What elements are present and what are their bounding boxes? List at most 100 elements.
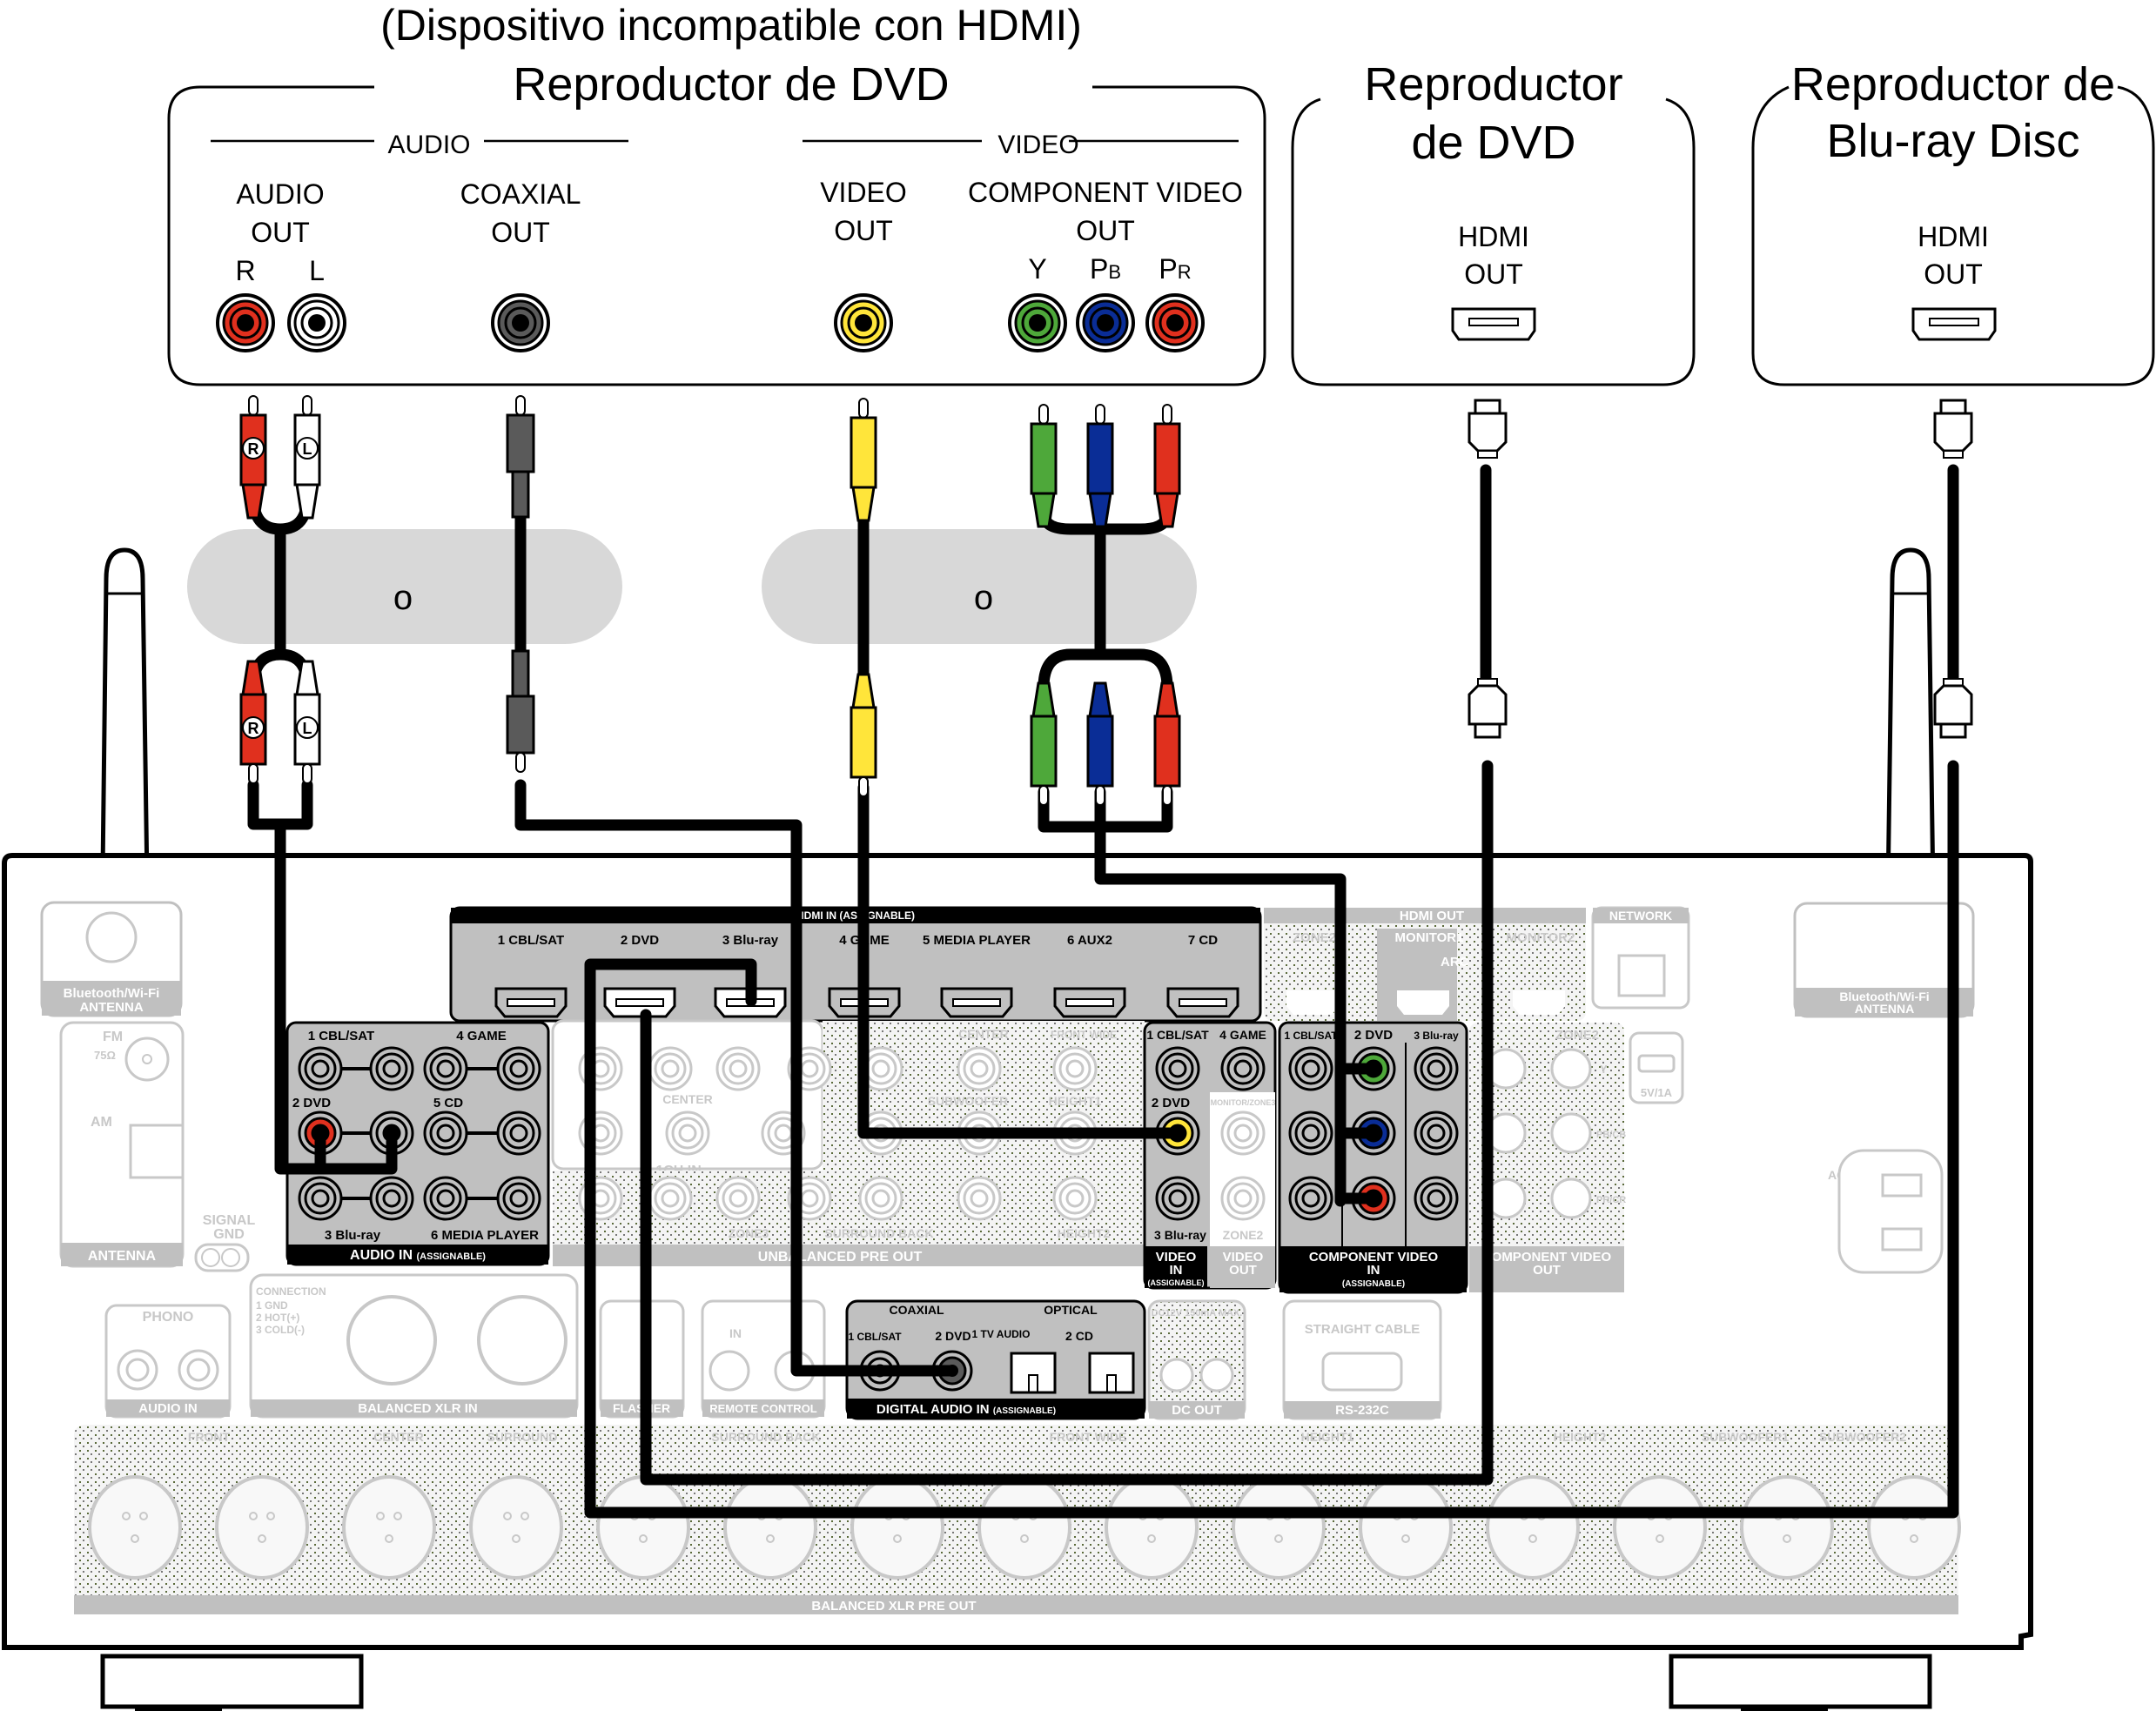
- hdmi-out-port[interactable]: [1911, 307, 1997, 341]
- xlr-out-connector[interactable]: [977, 1475, 1071, 1580]
- audio-plug-r-top[interactable]: R: [239, 395, 267, 520]
- component-in-jack[interactable]: [1414, 1110, 1459, 1156]
- ac-inlet[interactable]: [1837, 1149, 1944, 1274]
- jack-component-pr[interactable]: [1145, 293, 1205, 352]
- optical-in-tv-audio[interactable]: [1010, 1352, 1057, 1394]
- video-in-cbl-sat: 1 CBL/SAT: [1146, 1028, 1209, 1042]
- audio-in-jack-r[interactable]: [298, 1046, 343, 1091]
- component-plug-y-bottom[interactable]: [1030, 681, 1058, 806]
- pre-out-jack[interactable]: [715, 1046, 761, 1091]
- audio-in-jack-r[interactable]: [423, 1046, 468, 1091]
- xlr-out-connector[interactable]: [1867, 1475, 1961, 1580]
- hdmi-plug-bluray-bottom[interactable]: [1933, 678, 1973, 739]
- jack-component-pb[interactable]: [1076, 293, 1135, 352]
- xlr-out-connector[interactable]: [596, 1475, 690, 1580]
- component-plug-pb-top[interactable]: [1086, 404, 1114, 528]
- pre-out-jack[interactable]: [957, 1176, 1002, 1221]
- usb-socket[interactable]: [1637, 1054, 1676, 1073]
- video-in-game-jack[interactable]: [1220, 1046, 1266, 1091]
- remote-in-label: IN: [729, 1326, 742, 1340]
- jack-video-out[interactable]: [834, 293, 893, 352]
- component-plug-y-top[interactable]: [1030, 404, 1058, 528]
- audio-in-jack-r[interactable]: [423, 1110, 468, 1156]
- hdmi-plug-dvd-bottom[interactable]: [1468, 678, 1508, 739]
- component-plug-pr-top[interactable]: [1153, 404, 1181, 528]
- audio-in-jack-l[interactable]: [496, 1176, 541, 1221]
- xlr-out-connector[interactable]: [723, 1475, 817, 1580]
- pre-out-jack[interactable]: [665, 1110, 710, 1156]
- usb-port: 5V/1A: [1629, 1031, 1684, 1104]
- xlr-out-connector[interactable]: [850, 1475, 944, 1580]
- xlr-out-connector[interactable]: [88, 1475, 182, 1580]
- jack-audio-r[interactable]: [216, 293, 275, 352]
- pre-out-jack[interactable]: [1052, 1176, 1098, 1221]
- audio-in-jack-l[interactable]: [496, 1046, 541, 1091]
- component-in-jack[interactable]: [1288, 1046, 1333, 1091]
- fm-connector[interactable]: [124, 1037, 170, 1082]
- hdmi-in-port[interactable]: [1166, 987, 1239, 1018]
- hdmi-out-zone2: ZONE2: [1293, 930, 1336, 945]
- rs232c: STRAIGHT CABLE RS-232C: [1282, 1299, 1442, 1420]
- pre-out-jack[interactable]: [858, 1176, 903, 1221]
- jack-audio-l[interactable]: [287, 293, 346, 352]
- audio-in-jack-l[interactable]: [369, 1046, 414, 1091]
- ethernet-port[interactable]: [1617, 954, 1666, 997]
- pre-out-jack[interactable]: [648, 1046, 693, 1091]
- hdmi-plug-dvd-top[interactable]: [1468, 399, 1508, 459]
- component-in-jack[interactable]: [1414, 1046, 1459, 1091]
- xlr-out-connector[interactable]: [1359, 1475, 1453, 1580]
- xlr-out-connector[interactable]: [1232, 1475, 1326, 1580]
- audio-plug-l-top[interactable]: L: [293, 395, 321, 520]
- xlr-out-connector[interactable]: [342, 1475, 436, 1580]
- jack-component-y[interactable]: [1008, 293, 1067, 352]
- audio-in-jack-r[interactable]: [298, 1176, 343, 1221]
- rs232c-port[interactable]: [1321, 1352, 1403, 1392]
- hdmi-in-port-label: 2 DVD: [621, 933, 659, 948]
- video-plug-bottom[interactable]: [850, 673, 877, 797]
- video-out-monitor-jack[interactable]: [1220, 1110, 1266, 1156]
- jack-coaxial-out[interactable]: [491, 293, 550, 352]
- video-out-zone2-jack[interactable]: [1220, 1176, 1266, 1221]
- connection-gnd: 1 GND: [256, 1299, 288, 1312]
- audio-in-jack-r[interactable]: [423, 1176, 468, 1221]
- component-plug-pr-bottom[interactable]: [1153, 681, 1181, 806]
- pre-out-jack[interactable]: [715, 1176, 761, 1221]
- pre-out-jack[interactable]: [648, 1176, 693, 1221]
- hdmi-in-port[interactable]: [1053, 987, 1126, 1018]
- hdmi-in-port[interactable]: [603, 987, 676, 1018]
- xlr-group-label: SURROUND BACK: [711, 1430, 820, 1444]
- component-in-dvd: 2 DVD: [1354, 1028, 1393, 1043]
- xlr-out-connector[interactable]: [1613, 1475, 1707, 1580]
- component-in-jack[interactable]: [1414, 1176, 1459, 1221]
- video-out-title2: OUT: [1229, 1263, 1257, 1278]
- hdmi-in-port[interactable]: [940, 987, 1013, 1018]
- pre-out-jack[interactable]: [957, 1046, 1002, 1091]
- audio-plug-l-bottom[interactable]: L: [293, 660, 321, 784]
- xlr-out-connector[interactable]: [1105, 1475, 1199, 1580]
- xlr-out-connector[interactable]: [1486, 1475, 1580, 1580]
- audio-plug-r-bottom[interactable]: R: [239, 660, 267, 784]
- video-plug-top[interactable]: [850, 398, 877, 522]
- coaxial-plug-top[interactable]: [506, 395, 535, 519]
- component-plug-pb-bottom[interactable]: [1086, 681, 1114, 806]
- xlr-out-connector[interactable]: [215, 1475, 309, 1580]
- am-terminal[interactable]: [129, 1124, 185, 1179]
- video-in-cbl-sat-jack[interactable]: [1155, 1046, 1200, 1091]
- audio-in-jack-l[interactable]: [369, 1176, 414, 1221]
- hdmi-plug-bluray-top[interactable]: [1933, 399, 1973, 459]
- component-in-jack[interactable]: [1288, 1176, 1333, 1221]
- video-in-bluray-jack[interactable]: [1155, 1176, 1200, 1221]
- xlr-out-connector[interactable]: [469, 1475, 563, 1580]
- pre-out-jack[interactable]: [1052, 1046, 1098, 1091]
- xlr-out-connector[interactable]: [1740, 1475, 1834, 1580]
- video-out-zone2: ZONE2: [1223, 1228, 1264, 1242]
- hdmi-out-port[interactable]: [1451, 307, 1536, 341]
- hdmi-in-port[interactable]: [494, 987, 568, 1018]
- coaxial-plug-bottom[interactable]: [506, 649, 535, 773]
- hdmi-out-header: HDMI OUT: [1400, 909, 1464, 923]
- optical-in-cd[interactable]: [1088, 1352, 1135, 1394]
- component-in-jack[interactable]: [1288, 1110, 1333, 1156]
- audio-in-jack-l[interactable]: [496, 1110, 541, 1156]
